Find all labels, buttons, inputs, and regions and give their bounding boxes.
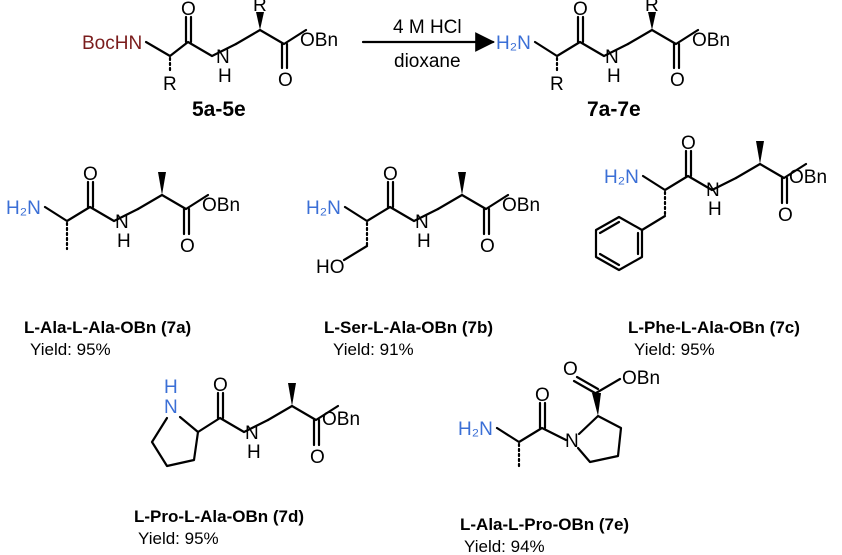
ester-oxygen-label: O [480, 236, 495, 257]
ester-obn-label: OBn [300, 30, 338, 51]
solvent-label: dioxane [394, 51, 461, 72]
product-ester-obn-label: OBn [692, 30, 730, 51]
yield-text: Yield: 94% [464, 537, 545, 555]
amide-nitrogen-label: N [245, 423, 259, 444]
compound-name: L-Pro-L-Ala-OBn (7d) [134, 507, 304, 526]
ester-obn-label: OBn [502, 195, 540, 216]
reagent-label: 4 M HCl [393, 17, 462, 38]
compound-7b: H₂N O N H HO O OBn L-Ser-L-Ala-OBn (7b) … [306, 164, 540, 359]
product-r-upper-label: R [645, 0, 659, 16]
product-r-lower-label: R [550, 74, 564, 95]
product-amide-nitrogen-label: N [605, 47, 619, 68]
ring-nitrogen-label: N [565, 431, 579, 452]
yield-text: Yield: 95% [138, 529, 219, 548]
compound-7e: H₂N O N O OBn L-Ala-L-Pro-OBn (7e) Yield… [458, 359, 660, 555]
yield-text: Yield: 95% [30, 340, 111, 359]
reaction-arrow: 4 M HCl dioxane [361, 17, 495, 72]
product-amide-oxygen-label: O [573, 0, 588, 20]
amide-oxygen-label: O [383, 164, 398, 185]
compound-7d: N H O N H O OBn L-Pro-L-Ala-OBn (7d) Yie… [134, 375, 360, 548]
ester-oxygen-label: O [180, 236, 195, 257]
amide-hydrogen-label: H [218, 66, 232, 87]
amide-oxygen-label: O [535, 385, 550, 406]
yield-text: Yield: 95% [634, 340, 715, 359]
ester-oxygen-label: O [778, 205, 793, 226]
amine-label: H₂N [604, 167, 639, 188]
compound-name: L-Phe-L-Ala-OBn (7c) [628, 318, 800, 337]
amide-hydrogen-label: H [247, 442, 261, 463]
product-amide-hydrogen-label: H [607, 66, 621, 87]
amide-oxygen-label: O [681, 133, 696, 154]
reactant-label: 5a-5e [192, 98, 246, 121]
hydroxyl-label: HO [316, 257, 345, 278]
amide-hydrogen-label: H [117, 231, 131, 252]
product-structure: H₂N O N H R R O OBn 7a-7e [496, 0, 730, 121]
ester-obn-label: OBn [322, 409, 360, 430]
amide-hydrogen-label: H [417, 231, 431, 252]
product-amine-label: H₂N [496, 33, 531, 54]
ester-oxygen-label: O [563, 359, 578, 380]
ester-obn-label: OBn [622, 368, 660, 389]
product-label: 7a-7e [587, 98, 641, 121]
amide-nitrogen-label: N [216, 47, 230, 68]
ester-oxygen-label: O [278, 70, 293, 91]
amide-oxygen-label: O [181, 0, 196, 20]
amide-oxygen-label: O [213, 375, 228, 396]
yield-text: Yield: 91% [333, 340, 414, 359]
r-group-lower-label: R [163, 74, 177, 95]
amine-label: H₂N [6, 198, 41, 219]
product-ester-oxygen-label: O [670, 70, 685, 91]
ester-oxygen-label: O [310, 447, 325, 468]
ring-hydrogen-label: H [164, 377, 178, 398]
amide-nitrogen-label: N [415, 212, 429, 233]
compound-name: L-Ala-L-Pro-OBn (7e) [460, 515, 629, 534]
reactant-structure: BocHN O N H R R O OBn 5a-5e [82, 0, 338, 121]
ester-obn-label: OBn [789, 167, 827, 188]
ester-obn-label: OBn [202, 195, 240, 216]
amide-nitrogen-label: N [115, 212, 129, 233]
amide-oxygen-label: O [83, 164, 98, 185]
compound-7a: H₂N O N H O OBn L-Ala-L-Ala-OBn (7a) Yie… [6, 164, 240, 359]
compound-name: L-Ser-L-Ala-OBn (7b) [324, 318, 493, 337]
amine-label: H₂N [458, 419, 493, 440]
compound-7c: H₂N O N H O OBn L-Phe-L-Ala-OBn (7c) Yie… [594, 133, 827, 359]
r-group-upper-label: R [253, 0, 267, 16]
compound-name: L-Ala-L-Ala-OBn (7a) [24, 318, 191, 337]
amine-label: H₂N [306, 198, 341, 219]
amide-nitrogen-label: N [706, 180, 720, 201]
ring-nitrogen-label: N [164, 397, 178, 418]
amide-hydrogen-label: H [708, 199, 722, 220]
boc-amine-label: BocHN [82, 33, 142, 54]
